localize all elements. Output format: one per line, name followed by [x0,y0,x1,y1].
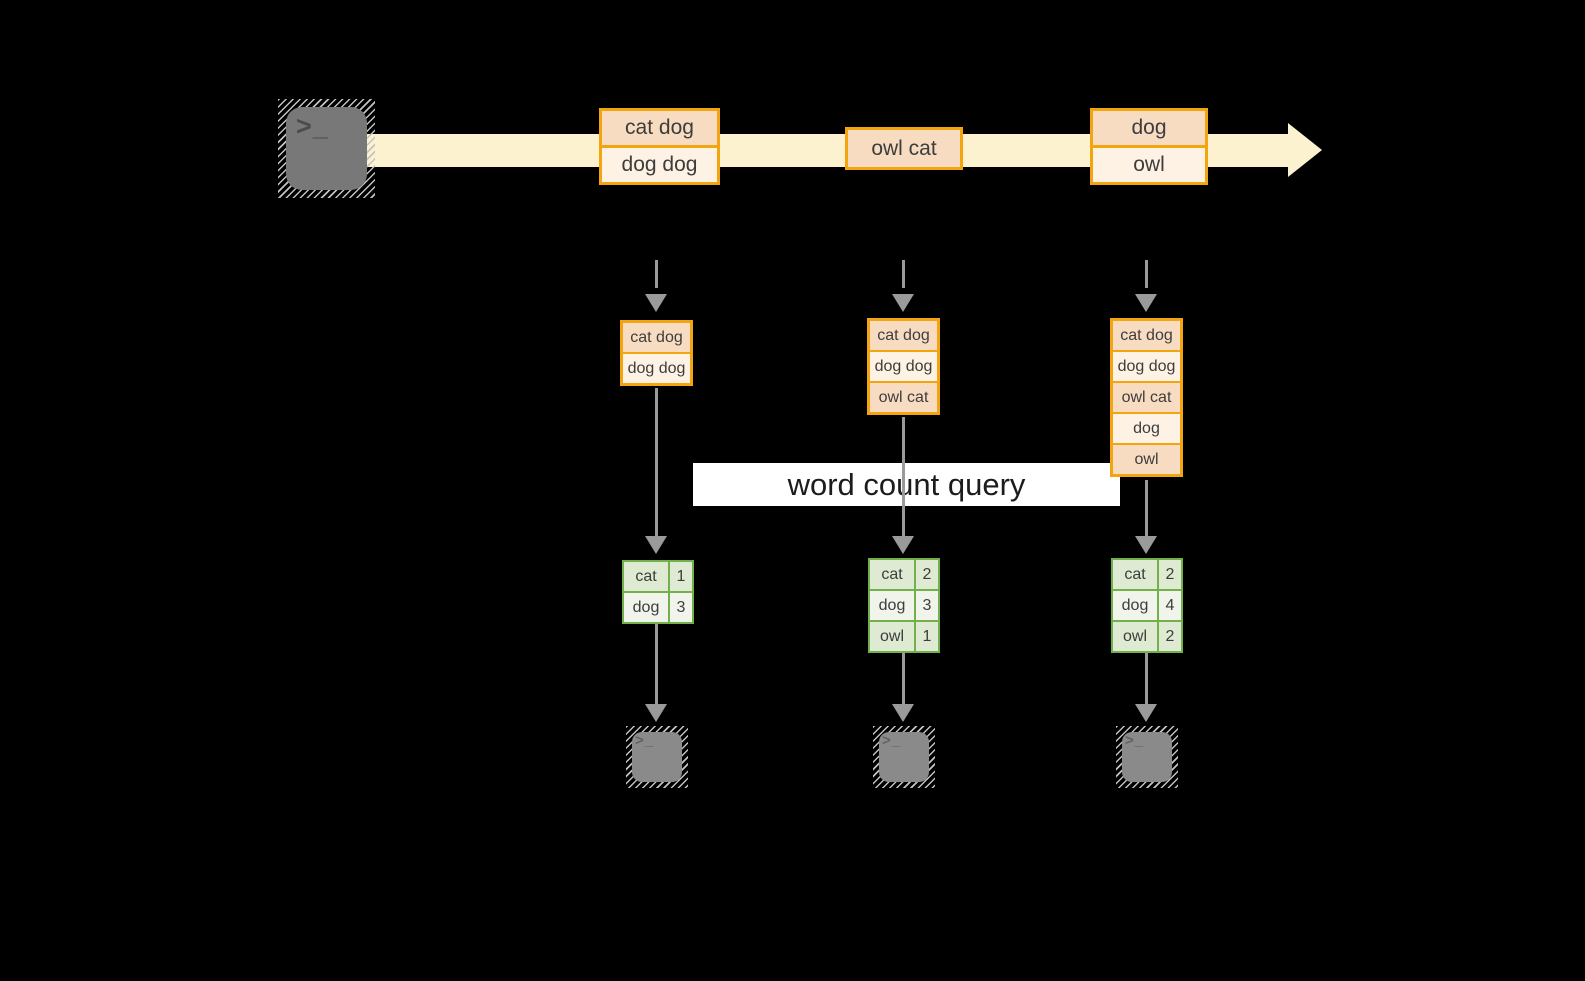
count-cell: 3 [916,591,938,620]
microbatch-table-2: cat dog dog dog owl cat [867,318,940,415]
table-row: dog 3 [870,591,938,620]
word-cell: cat [870,560,914,589]
terminal-screen [286,107,367,190]
table-row: dog 4 [1113,591,1181,620]
count-cell: 3 [670,593,692,622]
table-row: cat 2 [1113,560,1181,589]
flow-arrow-head-icon [892,704,914,722]
sink-terminal-icon: >_ [1116,726,1178,788]
microbatch-table-3: cat dog dog dog owl cat dog owl [1110,318,1183,477]
input-row: dog [1113,414,1180,443]
table-row: cat 1 [624,562,692,591]
input-row: cat dog [623,323,690,352]
input-row: dog dog [870,352,937,381]
count-cell: 1 [916,622,938,651]
result-table-3: cat 2 dog 4 owl 2 [1111,558,1183,653]
flow-arrow-line [902,653,905,704]
dashed-arrow-head-icon [645,294,667,312]
batch-cell: cat dog [602,111,717,145]
count-cell: 2 [916,560,938,589]
stream-batch-1: cat dog dog dog [599,108,720,185]
word-cell: owl [1113,622,1157,651]
batch-cell: dog [1093,111,1205,145]
input-row: owl cat [870,383,937,412]
word-cell: cat [624,562,668,591]
input-row: dog dog [623,354,690,383]
sink-terminal-icon: >_ [873,726,935,788]
result-table-2: cat 2 dog 3 owl 1 [868,558,940,653]
stream-arrowhead-icon [1288,123,1322,177]
table-row: cat 2 [870,560,938,589]
terminal-screen [632,732,682,782]
batch-cell: dog dog [602,148,717,182]
batch-cell: owl cat [848,130,960,167]
stream-batch-2: owl cat [845,127,963,170]
flow-arrow-line [655,388,658,536]
flow-arrow-head-icon [1135,536,1157,554]
flow-arrow-head-icon [645,704,667,722]
stream-batch-3: dog owl [1090,108,1208,185]
terminal-screen [1122,732,1172,782]
flow-arrow-head-icon [1135,704,1157,722]
table-row: dog 3 [624,593,692,622]
count-cell: 4 [1159,591,1181,620]
input-row: cat dog [1113,321,1180,350]
word-cell: owl [870,622,914,651]
flow-arrow-head-icon [645,536,667,554]
word-cell: cat [1113,560,1157,589]
input-row: dog dog [1113,352,1180,381]
dashed-arrow-line [655,260,658,288]
prompt-glyph: >_ [635,732,655,749]
input-row: owl cat [1113,383,1180,412]
word-cell: dog [1113,591,1157,620]
count-cell: 2 [1159,560,1181,589]
dashed-arrow-line [1145,260,1148,288]
table-row: owl 2 [1113,622,1181,651]
dashed-arrow-line [902,260,905,288]
table-row: owl 1 [870,622,938,651]
flow-arrow-line [655,624,658,704]
flow-arrow-line [902,417,905,536]
flow-arrow-line [1145,653,1148,704]
word-cell: dog [870,591,914,620]
input-row: owl [1113,445,1180,474]
count-cell: 2 [1159,622,1181,651]
flow-arrow-line [1145,480,1148,536]
wordcount-query-label: word count query [693,463,1120,506]
source-terminal-icon: >_ [278,99,375,198]
flow-arrow-head-icon [892,536,914,554]
input-row: cat dog [870,321,937,350]
prompt-glyph: >_ [1125,732,1145,749]
terminal-screen [879,732,929,782]
count-cell: 1 [670,562,692,591]
dashed-arrow-head-icon [1135,294,1157,312]
batch-cell: owl [1093,148,1205,182]
word-cell: dog [624,593,668,622]
prompt-glyph: >_ [296,111,329,141]
dashed-arrow-head-icon [892,294,914,312]
prompt-glyph: >_ [882,732,902,749]
result-table-1: cat 1 dog 3 [622,560,694,624]
sink-terminal-icon: >_ [626,726,688,788]
microbatch-table-1: cat dog dog dog [620,320,693,386]
